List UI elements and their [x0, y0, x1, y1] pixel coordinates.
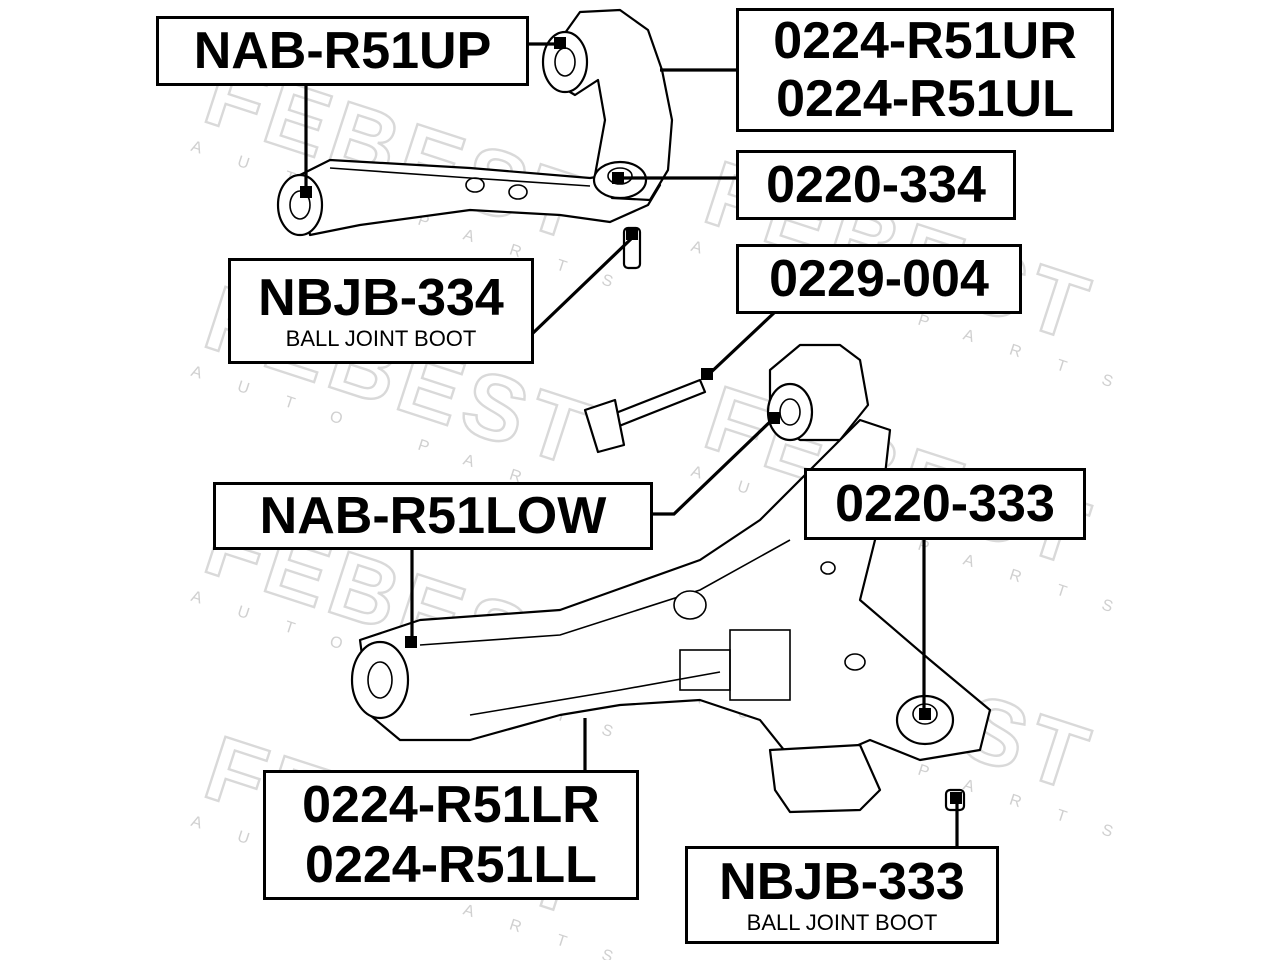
part-description: BALL JOINT BOOT — [285, 326, 477, 351]
part-number-left: 0224-R51LL — [305, 836, 597, 894]
upper-control-arm — [276, 8, 674, 270]
adjusting-bolt — [583, 368, 713, 454]
label-nab-r51up: NAB-R51UP — [156, 16, 529, 86]
part-description: BALL JOINT BOOT — [746, 910, 938, 935]
part-number: 0220-334 — [766, 156, 986, 214]
part-number: 0229-004 — [769, 250, 989, 308]
label-adjusting-bolt: 0229-004 — [736, 244, 1022, 314]
part-number-right: 0224-R51LR — [302, 776, 600, 834]
label-upper-ball-joint: 0220-334 — [736, 150, 1016, 220]
label-upper-control-arm: 0224-R51UR 0224-R51UL — [736, 8, 1114, 132]
part-number: NAB-R51LOW — [259, 487, 607, 545]
part-number: NBJB-333 — [719, 853, 965, 911]
label-nab-r51low: NAB-R51LOW — [213, 482, 653, 550]
part-number: 0220-333 — [835, 475, 1055, 533]
part-number: NBJB-334 — [258, 269, 504, 327]
part-number-left: 0224-R51UL — [776, 70, 1074, 128]
leader-lines — [304, 42, 959, 848]
label-lower-ball-joint: 0220-333 — [804, 468, 1086, 540]
part-number-right: 0224-R51UR — [773, 12, 1077, 70]
label-nbjb-333: NBJB-333 BALL JOINT BOOT — [685, 846, 999, 944]
label-lower-control-arm: 0224-R51LR 0224-R51LL — [263, 770, 639, 900]
part-number: NAB-R51UP — [193, 22, 492, 80]
label-nbjb-334: NBJB-334 BALL JOINT BOOT — [228, 258, 534, 364]
